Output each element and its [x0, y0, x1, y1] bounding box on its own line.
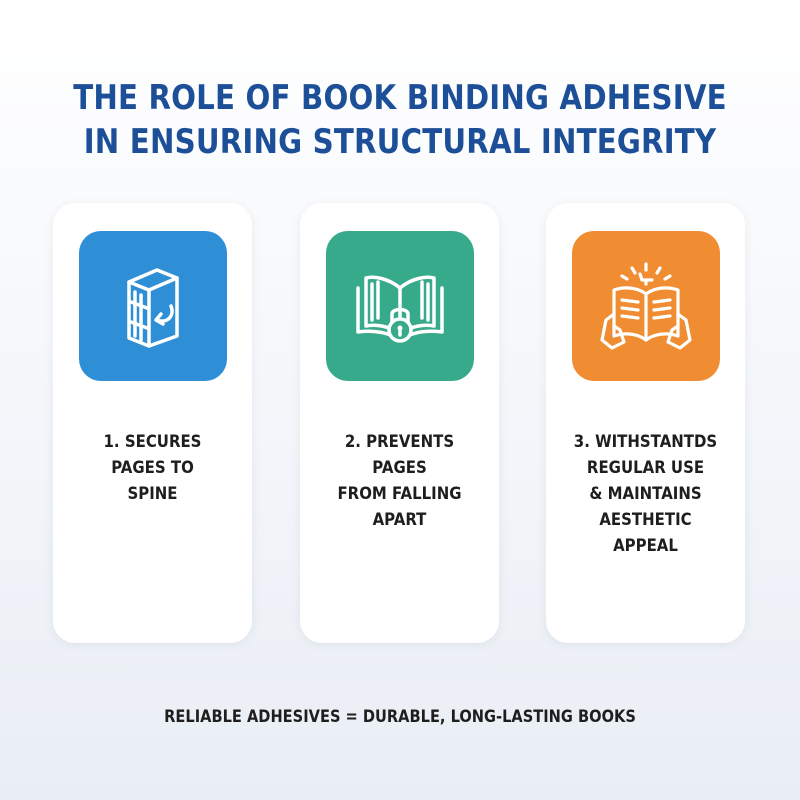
card-2-line: APART	[372, 510, 427, 530]
card-3-line: REGULAR USE	[586, 458, 705, 478]
card-1-line: SPINE	[127, 484, 178, 504]
card-secures-pages: 1. SECURES PAGES TO SPINE	[53, 203, 252, 643]
icon-tile-1	[79, 231, 227, 381]
card-2-text: 2. PREVENTS PAGES FROM FALLING APART	[319, 429, 480, 533]
card-3-line: & MAINTAINS	[589, 484, 702, 504]
title-line-2: IN ENSURING STRUCTURAL INTEGRITY	[83, 122, 717, 162]
card-1-line: 1. SECURES	[103, 432, 202, 452]
card-3-text: 3. WITHSTANTDS REGULAR USE & MAINTAINS A…	[565, 429, 726, 559]
page-title: THE ROLE OF BOOK BINDING ADHESIVE IN ENS…	[56, 76, 744, 164]
book-arrow-icon	[127, 268, 179, 348]
card-3-line: AESTHETIC APPEAL	[599, 510, 692, 556]
card-1-text: 1. SECURES PAGES TO SPINE	[72, 429, 233, 507]
icon-tile-2	[326, 231, 474, 381]
card-1-line: PAGES TO	[111, 458, 194, 478]
card-prevents-pages: 2. PREVENTS PAGES FROM FALLING APART	[300, 203, 499, 643]
card-2-line: 2. PREVENTS PAGES	[344, 432, 455, 478]
title-line-1: THE ROLE OF BOOK BINDING ADHESIVE	[73, 78, 727, 118]
card-withstands-use: 3. WITHSTANTDS REGULAR USE & MAINTAINS A…	[546, 203, 745, 643]
open-book-lock-icon	[356, 275, 444, 343]
card-3-line: 3. WITHSTANTDS	[573, 432, 718, 452]
icon-tile-3	[572, 231, 720, 381]
card-2-line: FROM FALLING	[337, 484, 462, 504]
hands-book-sparkle-icon	[600, 262, 692, 350]
footer-tagline: RELIABLE ADHESIVES = DURABLE, LONG-LASTI…	[164, 707, 636, 727]
